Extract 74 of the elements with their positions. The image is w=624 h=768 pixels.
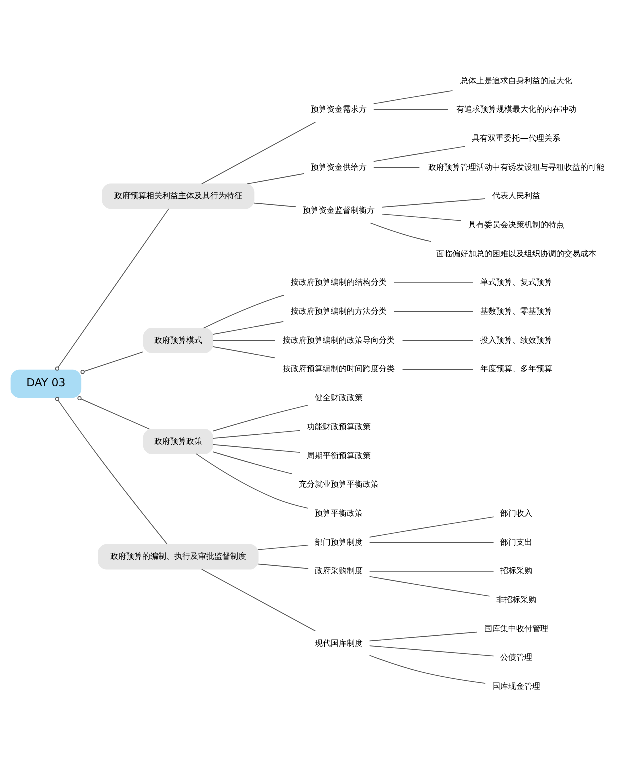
connector [369, 516, 494, 538]
node-text: 按政府预算编制的方法分类 [291, 306, 388, 316]
connector [370, 222, 432, 242]
node-text: 年度预算、多年预算 [480, 364, 552, 374]
node-text: 基数预算、零基预算 [480, 306, 552, 316]
connector [55, 208, 170, 371]
node-text: 招标采购 [500, 566, 532, 576]
node-text: 政府采购制度 [315, 566, 364, 576]
node-text: 按政府预算编制的结构分类 [291, 277, 388, 288]
node-text: 部门支出 [500, 536, 532, 547]
node-text: 有追求预算规模最大化的内在冲动 [456, 104, 576, 114]
node-box: 政府预算的编制、执行及审批监督制度 [98, 544, 259, 570]
connector [212, 404, 309, 432]
connector [369, 646, 494, 657]
node-text: 投入预算、绩效预算 [480, 334, 552, 345]
node-text: 公债管理 [500, 652, 532, 662]
connector [374, 167, 420, 168]
node-text: 现代国库制度 [315, 638, 364, 648]
connector [78, 396, 150, 430]
connector [394, 282, 474, 284]
connector [203, 295, 285, 329]
node-text: 预算资金监督制衡方 [303, 205, 376, 216]
connector [402, 340, 474, 342]
connector [80, 352, 144, 374]
node-text: 预算资金供给方 [311, 162, 368, 172]
node-text: 非招标采购 [496, 594, 536, 604]
connector [212, 444, 301, 454]
node-text: 具有委员会决策机制的特点 [468, 219, 564, 230]
connector [212, 452, 292, 474]
node-text: 代表人民利益 [492, 190, 540, 201]
node-text: 预算资金需求方 [311, 104, 368, 114]
connector [55, 397, 168, 545]
connector [373, 90, 454, 104]
connector [258, 564, 309, 570]
node-text: 功能财政预算政策 [307, 421, 372, 432]
node-box: 政府预算模式 [143, 328, 214, 354]
node-box: 政府预算相关利益主体及其行为特征 [102, 184, 255, 210]
node-box: 政府预算政策 [143, 428, 214, 454]
connector [382, 198, 486, 208]
connector [373, 146, 466, 162]
connector [202, 122, 316, 185]
connector [212, 430, 301, 439]
connector [212, 321, 284, 335]
node-text: 按政府预算编制的政策导向分类 [283, 334, 396, 345]
connector [254, 202, 296, 208]
node-text: 总体上是追求自身利益的最大化 [460, 75, 572, 86]
connector [212, 340, 276, 342]
connector [258, 544, 309, 550]
node-text: 预算平衡政策 [315, 508, 364, 518]
node-text: 政府预算管理活动中有诱发设租与寻租收益的可能 [428, 162, 604, 172]
node-text: 面临偏好加总的困难以及组织协调的交易成本 [436, 248, 596, 258]
connector [394, 311, 474, 312]
node-text: 按政府预算编制的时间跨度分类 [283, 364, 396, 374]
connector [369, 571, 494, 572]
node-text: 国库现金管理 [492, 681, 540, 692]
node-text: 国库集中收付管理 [484, 623, 548, 634]
node-text: 部门收入 [500, 508, 532, 518]
connector [369, 655, 486, 684]
connector [202, 569, 316, 632]
connector [212, 346, 276, 359]
connector [247, 173, 305, 184]
node-text: 部门预算制度 [315, 536, 364, 547]
connector [196, 454, 309, 509]
connector [369, 632, 478, 642]
connector [402, 369, 474, 370]
node-box: DAY 03 [10, 370, 82, 398]
connector [369, 576, 490, 597]
node-text: 具有双重委托—代理关系 [472, 132, 560, 143]
connector [369, 542, 494, 544]
node-text: 充分就业预算平衡政策 [299, 479, 380, 490]
node-text: 单式预算、复式预算 [480, 277, 552, 288]
node-text: 健全财政政策 [315, 392, 364, 403]
node-text: 周期平衡预算政策 [307, 450, 372, 460]
connector [382, 214, 462, 222]
